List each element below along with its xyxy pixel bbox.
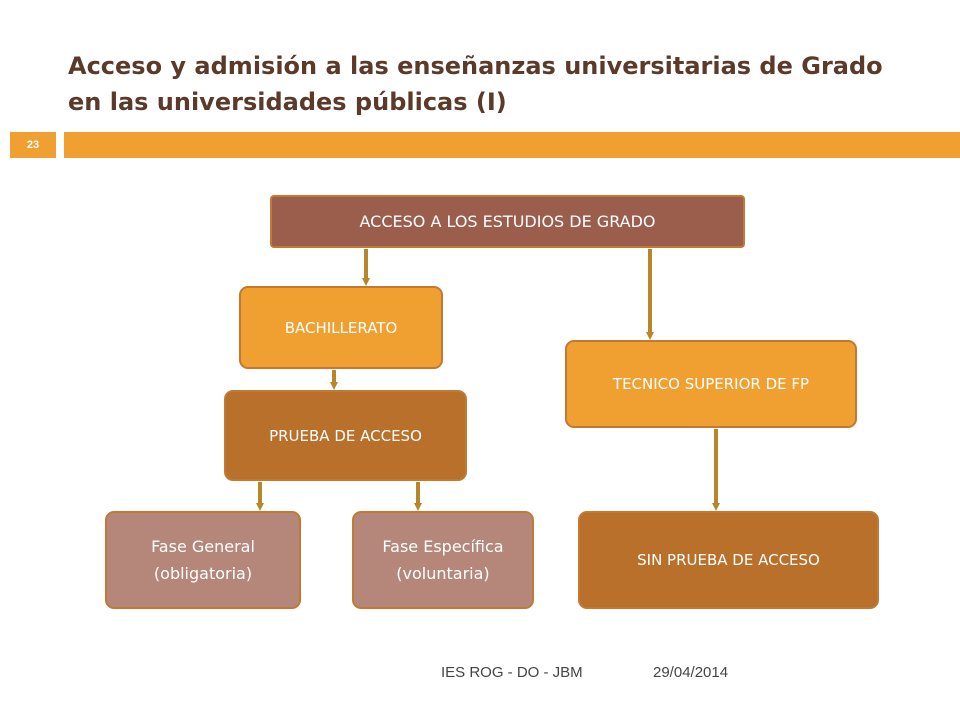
node-prueba-de-acceso: PRUEBA DE ACCESO bbox=[224, 390, 467, 481]
slide-title-line2: en las universidades públicas (I) bbox=[68, 88, 507, 116]
slide-title-line1: Acceso y admisión a las enseñanzas unive… bbox=[68, 52, 883, 80]
node-acceso-label: ACCESO A LOS ESTUDIOS DE GRADO bbox=[359, 212, 656, 231]
node-prueba-label: PRUEBA DE ACCESO bbox=[269, 426, 422, 445]
footer-date: 29/04/2014 bbox=[653, 664, 729, 681]
node-fase-especifica-label: Fase Específica bbox=[382, 537, 504, 556]
footer-author: IES ROG - DO - JBM bbox=[441, 664, 583, 681]
node-sin-prueba-label: SIN PRUEBA DE ACCESO bbox=[637, 551, 820, 569]
node-fase-especifica: Fase Específica (voluntaria) bbox=[352, 511, 534, 609]
node-tecnico-superior-fp: TECNICO SUPERIOR DE FP bbox=[565, 340, 857, 428]
node-bachillerato-label: BACHILLERATO bbox=[284, 318, 398, 337]
accent-bar bbox=[64, 132, 960, 158]
node-bachillerato: BACHILLERATO bbox=[239, 286, 443, 369]
node-sin-prueba-de-acceso: SIN PRUEBA DE ACCESO bbox=[578, 511, 879, 609]
node-tecnico-label: TECNICO SUPERIOR DE FP bbox=[612, 375, 810, 393]
node-acceso-estudios-grado: ACCESO A LOS ESTUDIOS DE GRADO bbox=[270, 195, 745, 248]
node-fase-general-sublabel: (obligatoria) bbox=[153, 564, 253, 583]
slide-number: 23 bbox=[10, 132, 56, 158]
slide-title: Acceso y admisión a las enseñanzas unive… bbox=[68, 48, 928, 120]
node-fase-especifica-sublabel: (voluntaria) bbox=[396, 564, 490, 583]
node-fase-general-label: Fase General bbox=[151, 537, 255, 556]
node-fase-general: Fase General (obligatoria) bbox=[105, 511, 301, 609]
